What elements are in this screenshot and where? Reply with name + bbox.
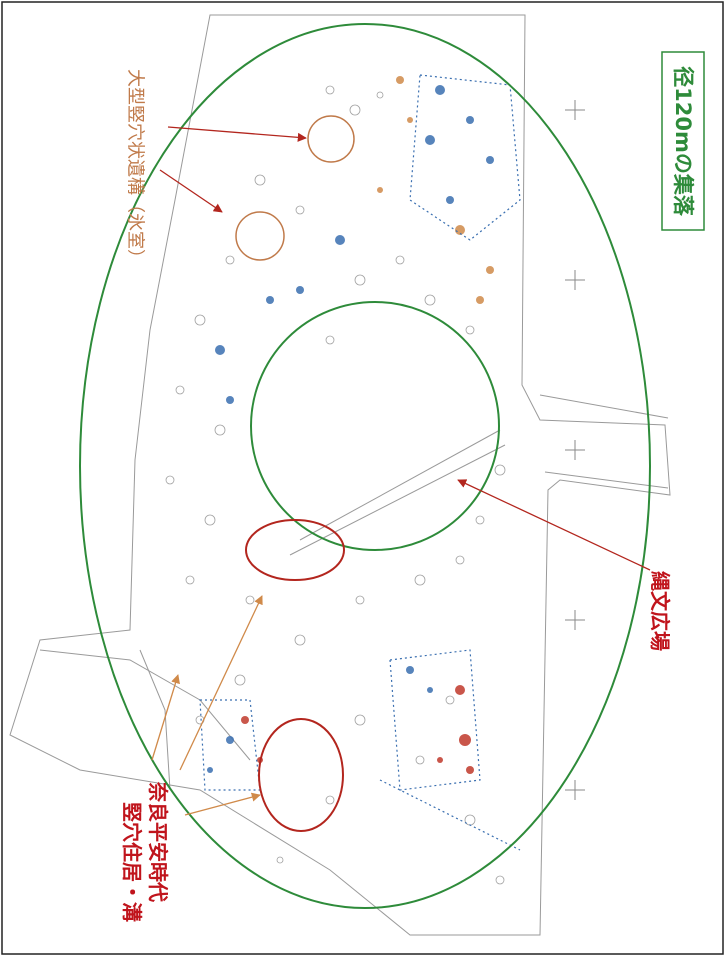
settlement-label-box [661,51,705,231]
pit-storage-circle-1 [307,115,355,163]
arrow-pit-1 [167,126,307,142]
arrow-nara-1 [151,674,180,761]
pit-storage-label: 大型竪穴状遺構（氷室） [125,69,146,267]
jomon-plaza-circle [250,301,500,551]
arrow-plaza [457,479,651,571]
feature-outlines [199,74,521,851]
settlement-boundary [79,23,651,909]
arrow-nara-3 [184,792,261,816]
survey-base-map [9,14,671,936]
nara-heian-label-2: 竪穴住居・溝 [120,802,144,922]
jomon-plaza-label: 縄文広場 [648,571,672,651]
arrow-pit-2 [159,169,223,213]
nara-heian-ellipse-2 [258,718,344,832]
settlement-label: 径120mの集落 [671,66,695,217]
nara-heian-features [241,685,474,774]
nara-heian-label-1: 奈良平安時代 [146,781,170,902]
annotation-arrows [151,126,651,816]
pit-features [165,85,506,885]
grid-ticks [565,100,585,800]
nara-heian-ellipse-1 [245,519,345,581]
jomon-features [207,85,494,773]
arrow-nara-2 [179,595,263,771]
pit-storage-circle-2 [235,211,285,261]
orange-features [377,76,494,304]
